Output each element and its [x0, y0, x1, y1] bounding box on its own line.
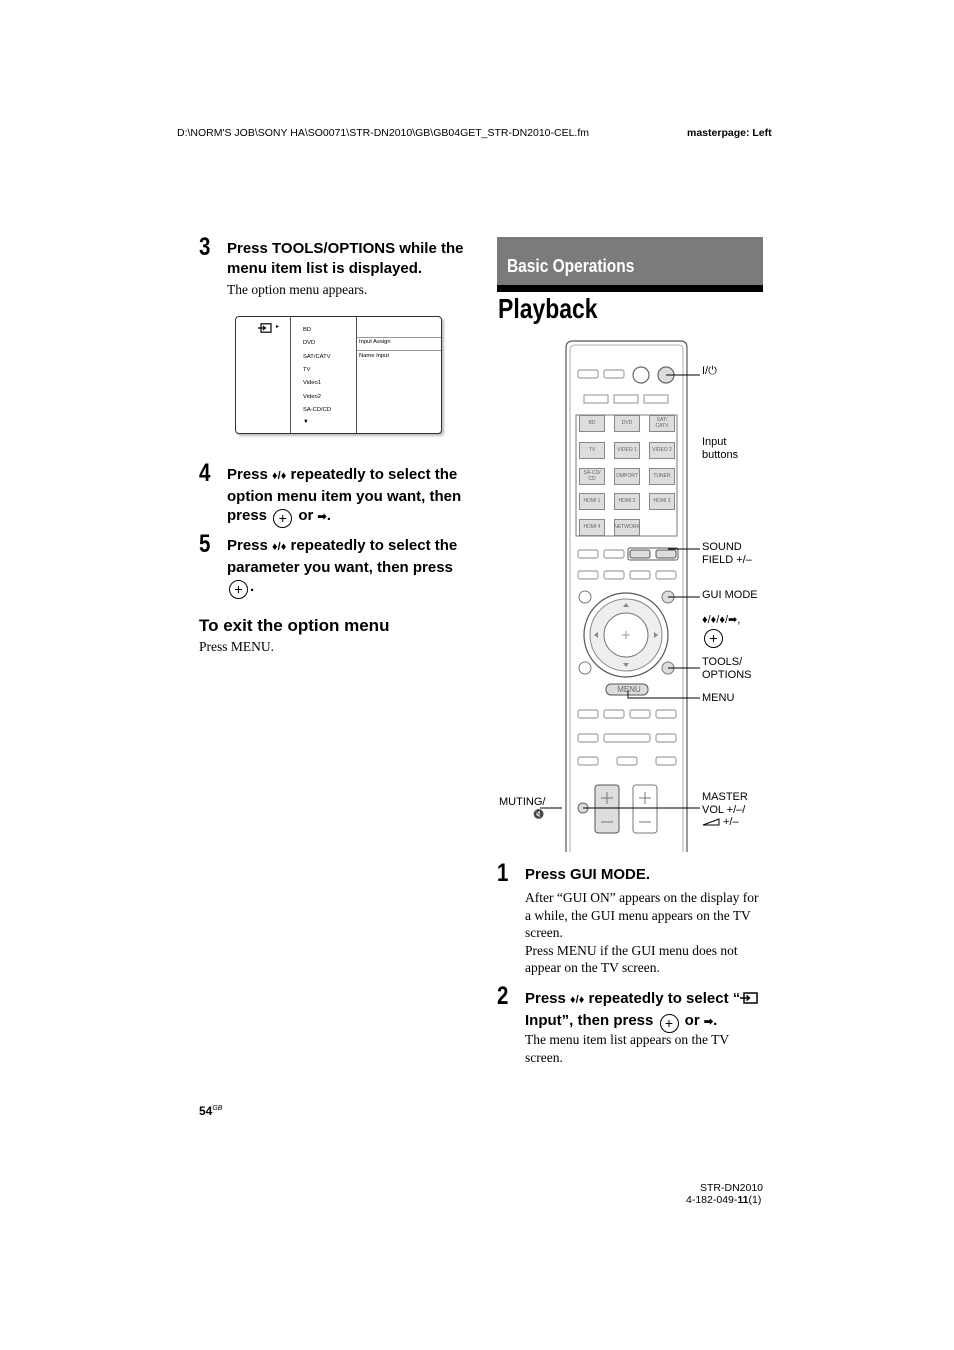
- banner-rule: [497, 285, 763, 292]
- up-down-arrow-icon: ♦/♦: [272, 470, 287, 482]
- tv-volume-icon: [702, 818, 720, 826]
- label-menu: MENU: [702, 692, 735, 704]
- masterpage-label: masterpage: Left: [687, 127, 772, 139]
- remote-input-button[interactable]: TV: [579, 442, 605, 459]
- exit-heading: To exit the option menu: [199, 616, 390, 635]
- label-tv-vol: +/–: [723, 816, 739, 828]
- exit-text: Press MENU.: [199, 639, 275, 654]
- remote-input-button[interactable]: BD: [579, 415, 605, 432]
- option-highlight: [357, 337, 441, 351]
- menu-arrow-icon: ▸: [276, 324, 280, 330]
- enter-plus-icon: +: [704, 629, 723, 648]
- section-banner-title: Basic Operations: [507, 256, 635, 276]
- remote-input-button[interactable]: VIDEO 1: [614, 442, 640, 459]
- step-2-number: 2: [497, 982, 509, 1010]
- step-1-title: Press GUI MODE.: [525, 866, 651, 883]
- part-code: 4-182-049-11(1): [686, 1194, 762, 1206]
- label-power: I/⏻: [702, 365, 717, 377]
- option-menu-figure: ▸ BD DVD SAT/CATV TV Video1 Video2 SA-CD…: [235, 316, 442, 434]
- input-icon: [740, 992, 758, 1004]
- remote-outline-icon: [565, 340, 688, 852]
- enter-plus-icon: +: [659, 1013, 679, 1033]
- file-path: D:\NORM'S JOB\SONY HA\SO0071\STR-DN2010\…: [177, 127, 590, 139]
- menu-item[interactable]: BD: [303, 327, 312, 333]
- menu-item-list: BD DVD SAT/CATV TV Video1 Video2 SA-CD/C…: [290, 317, 357, 433]
- callout-lines-icon: [540, 374, 700, 809]
- remote-input-button[interactable]: SA-CD/ CD: [579, 468, 605, 485]
- step-5-number: 5: [199, 530, 211, 558]
- menu-item[interactable]: SAT/CATV: [303, 354, 331, 360]
- enter-plus-icon: +: [229, 580, 248, 599]
- page-title: Playback: [498, 293, 598, 324]
- option-input-assign[interactable]: Input Assign: [359, 339, 391, 345]
- menu-more-indicator: ▼: [303, 419, 309, 425]
- label-master-vol: MASTER VOL +/–/: [702, 791, 748, 816]
- step-4-title: Press ♦/♦ repeatedly to select the optio…: [227, 466, 462, 528]
- muting-icon: 🔇: [533, 809, 545, 819]
- step-1-number: 1: [497, 859, 509, 887]
- label-arrows: ♦/♦/♦/➡,: [702, 614, 741, 626]
- step-2-title: Press ♦/♦ repeatedly to select “ Input”,…: [525, 989, 767, 1033]
- model-number: STR-DN2010: [700, 1182, 764, 1194]
- menu-icon-column: ▸: [236, 317, 291, 433]
- enter-plus-icon: +: [273, 509, 293, 528]
- remote-input-button[interactable]: SAT/ CATV: [649, 415, 675, 432]
- right-arrow-icon: ➡: [317, 511, 327, 523]
- step-4-number: 4: [199, 459, 211, 487]
- page-number: 54GB: [199, 1104, 223, 1118]
- label-input-buttons: Input buttons: [702, 436, 739, 461]
- remote-input-button[interactable]: NETWORK: [614, 519, 640, 536]
- remote-input-button[interactable]: HDMI 3: [649, 493, 675, 510]
- option-name-input[interactable]: Name Input: [359, 353, 389, 359]
- up-down-arrow-icon: ♦/♦: [570, 994, 585, 1006]
- label-muting: MUTING/: [499, 796, 546, 808]
- menu-item[interactable]: TV: [303, 367, 311, 373]
- menu-item[interactable]: DVD: [303, 340, 316, 346]
- remote-input-button[interactable]: VIDEO 2: [649, 442, 675, 459]
- step-5-title: Press ♦/♦ repeatedly to select the param…: [227, 537, 458, 599]
- input-icon: [258, 323, 272, 333]
- remote-input-button[interactable]: TUNER: [649, 468, 675, 485]
- remote-input-button[interactable]: HDMI 4: [579, 519, 605, 536]
- step-3-desc: The option menu appears.: [227, 282, 368, 297]
- step-3-number: 3: [199, 233, 211, 261]
- label-tools-options: TOOLS/ OPTIONS: [702, 656, 752, 681]
- up-down-arrow-icon: ♦/♦: [272, 541, 287, 553]
- menu-item[interactable]: SA-CD/CD: [303, 407, 332, 413]
- remote-input-button[interactable]: HDMI 1: [579, 493, 605, 510]
- step-1-desc: After “GUI ON” appears on the display fo…: [525, 890, 759, 975]
- menu-item[interactable]: Video1: [303, 380, 321, 386]
- label-gui-mode: GUI MODE: [702, 589, 758, 601]
- remote-input-button[interactable]: DMPORT: [614, 468, 640, 485]
- right-arrow-icon: ➡: [703, 1015, 714, 1028]
- remote-input-button[interactable]: DVD: [614, 415, 640, 432]
- step-2-desc: The menu item list appears on the TV scr…: [525, 1032, 729, 1065]
- menu-item[interactable]: Video2: [303, 394, 321, 400]
- step-3-title: Press TOOLS/OPTIONS while the menu item …: [227, 240, 464, 277]
- remote-menu-button[interactable]: MENU: [617, 685, 641, 694]
- remote-input-button[interactable]: HDMI 2: [614, 493, 640, 510]
- label-sound-field: SOUND FIELD +/–: [702, 541, 752, 566]
- section-banner: Basic Operations: [497, 237, 763, 285]
